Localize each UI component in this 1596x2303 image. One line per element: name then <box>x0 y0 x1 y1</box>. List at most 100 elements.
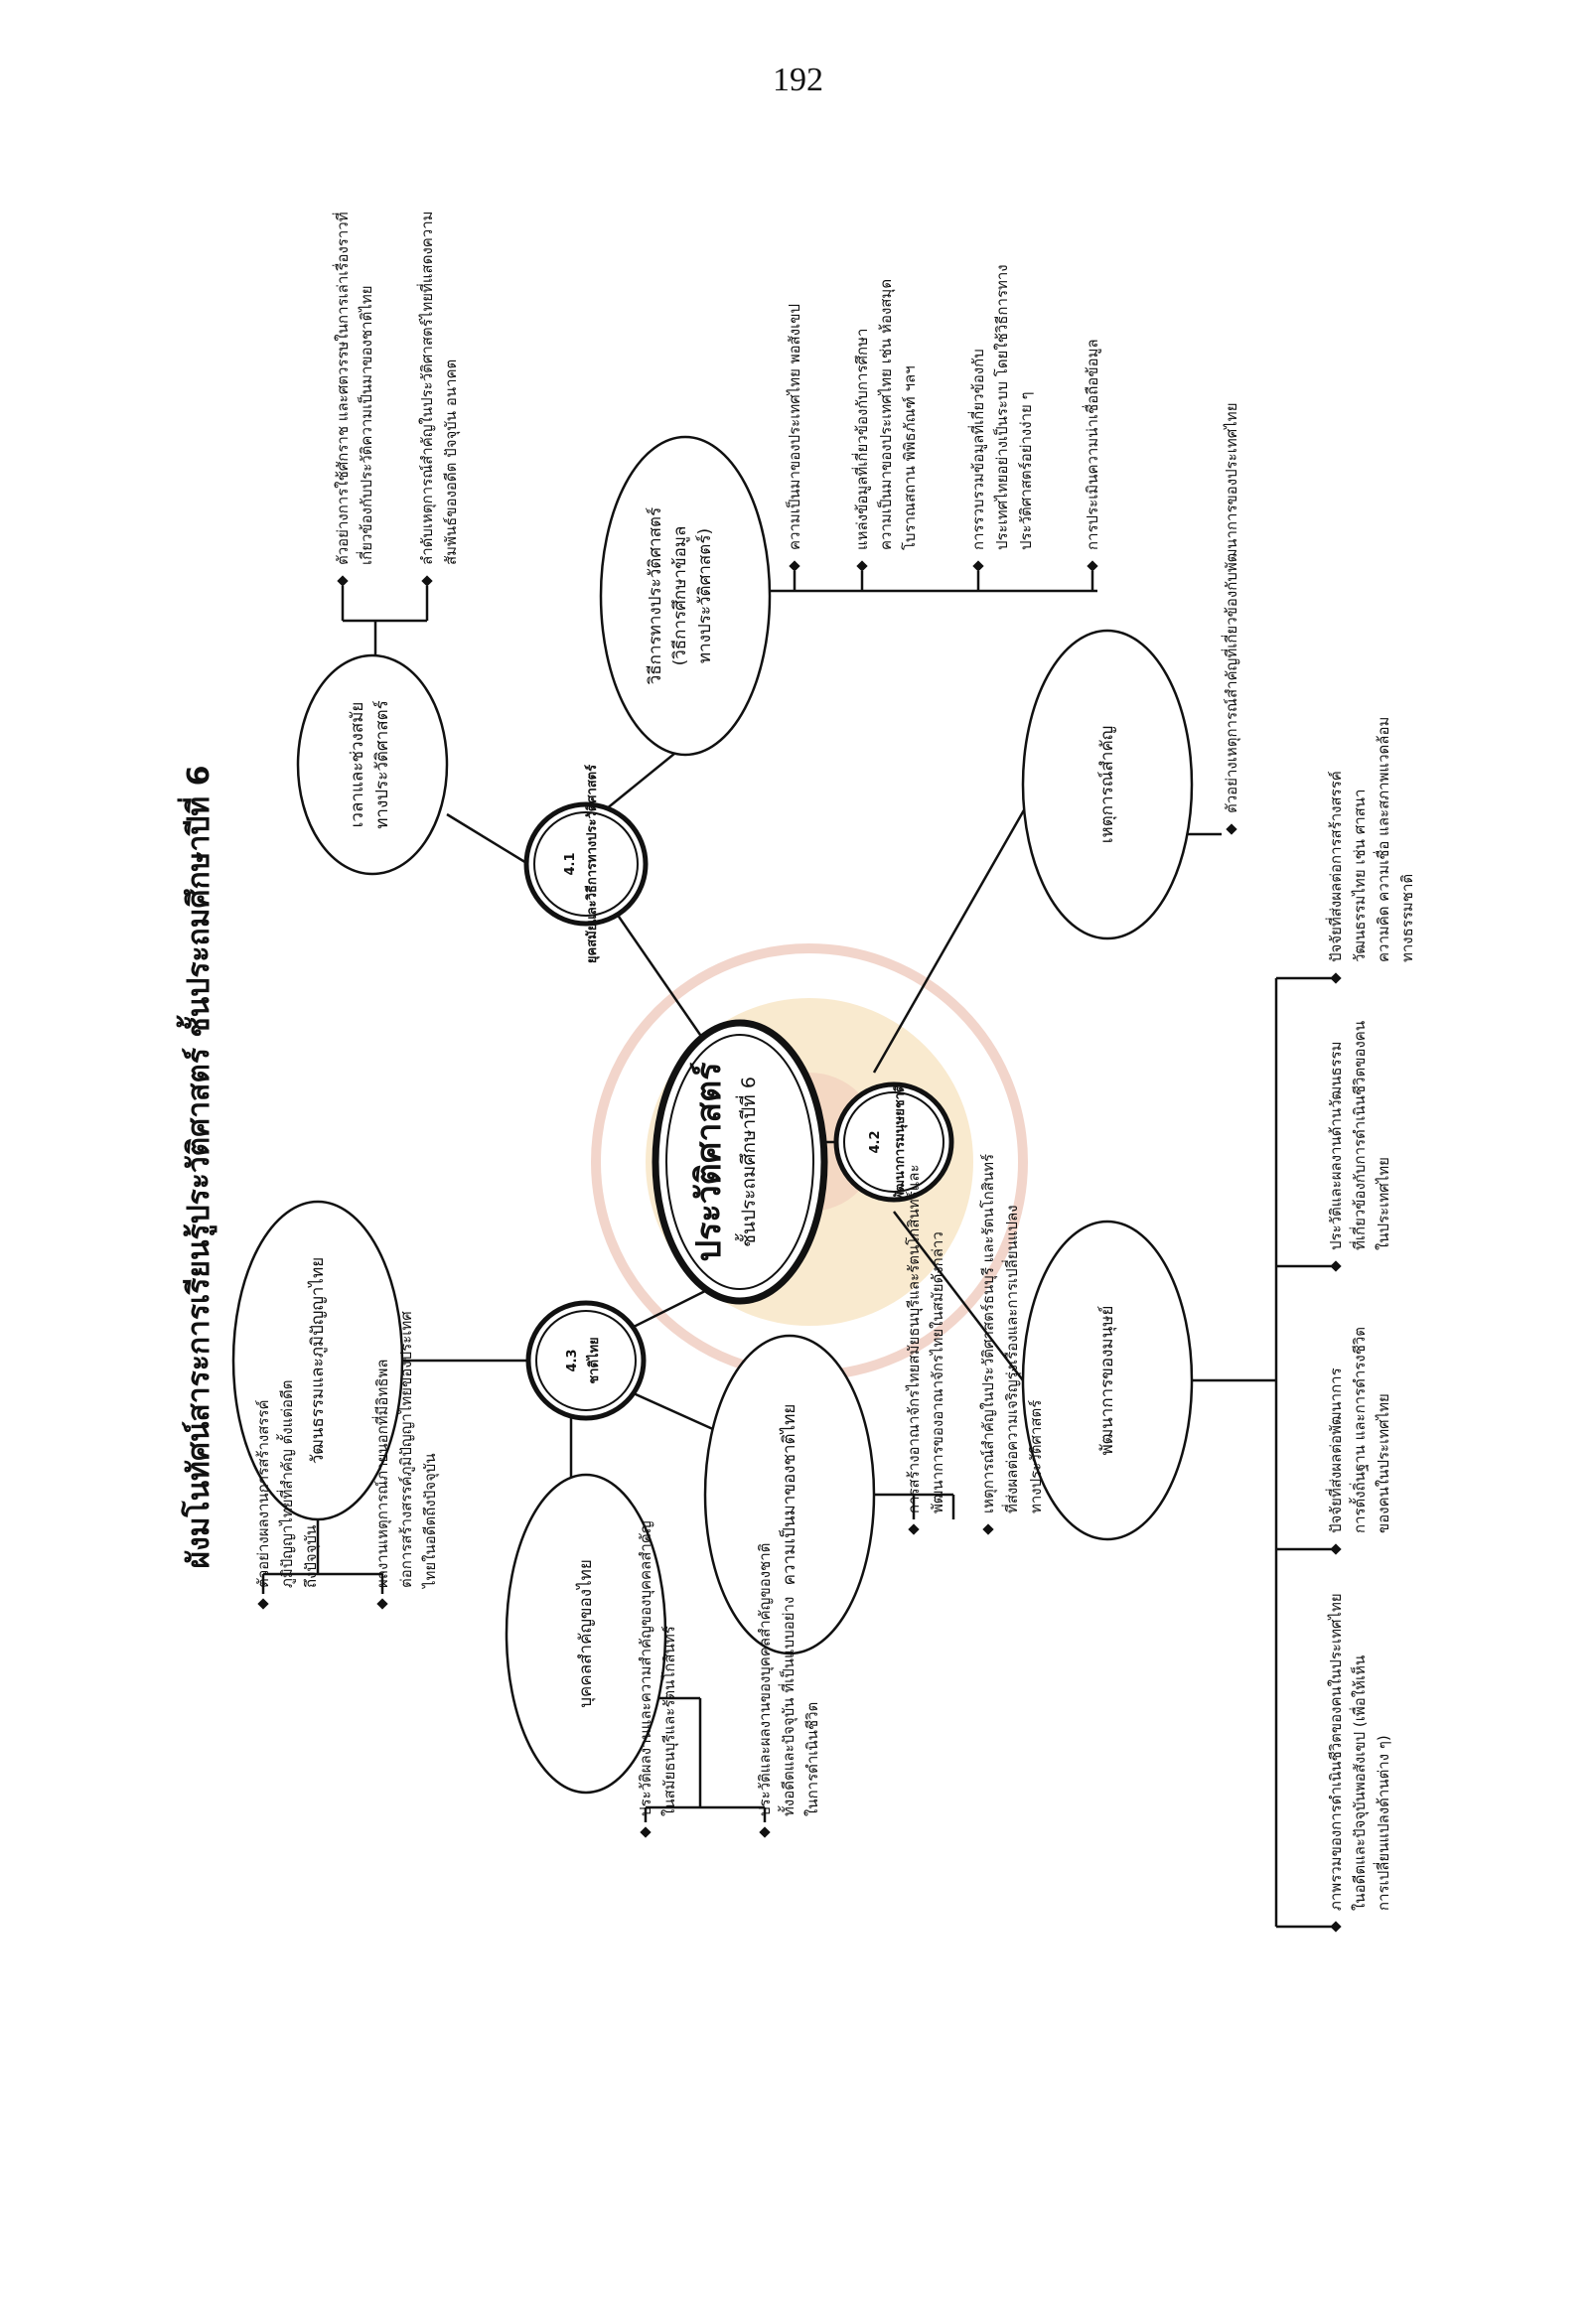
bullet-item-method: แหล่งข้อมูลที่เกี่ยวข้องกับการศึกษาความเ… <box>851 279 919 572</box>
bullet-text: แหล่งข้อมูลที่เกี่ยวข้องกับการศึกษา <box>851 329 871 550</box>
bullet-text: การตั้งถิ่นฐาน และการดำรงชีวิต <box>1349 1327 1369 1533</box>
bullet-text: การเปลี่ยนแปลงด้านต่าง ๆ) <box>1373 1735 1392 1911</box>
topic-line: พัฒนาการของมนุษย์ <box>1097 1306 1117 1456</box>
bullet-text: ปัจจัยที่ส่งผลต่อการสร้างสรรค์ <box>1325 771 1345 962</box>
bullet-diamond-icon <box>1226 823 1237 835</box>
topic-line: วิธีการทางประวัติศาสตร์ <box>646 507 665 685</box>
unit-name: พัฒนาการมนุษยชาติ <box>893 1084 908 1201</box>
bullet-item-culture: ตัวอย่างผลงานการสร้างสรรค์ภูมิปัญญาไทยที… <box>254 1379 321 1610</box>
bullet-text: ผลงานเหตุการณ์ภายนอกที่มีอิทธิพล <box>371 1359 392 1588</box>
unit-number: 4.3 <box>565 1349 580 1371</box>
unit-name: ชาติไทย <box>585 1337 602 1383</box>
bullet-text: การสร้างอาณาจักรไทยสมัยธนบุรีและรัตนโกสิ… <box>905 1164 924 1513</box>
bullet-item-persons: ประวัติผลงานและความสำคัญของบุคคลสำคัญ ในส… <box>637 1520 679 1838</box>
bullet-text: วัฒนธรรมไทย เช่น ศาสนา <box>1351 790 1369 962</box>
bullet-diamond-icon <box>972 560 984 572</box>
topic-nation: ความเป็นมาของชาติไทย <box>703 1334 876 1655</box>
bullet-text: ที่ส่งผลต่อความเจริญรุ่งเรืองและการเปลี่… <box>1001 1205 1022 1513</box>
bullet-text: เกี่ยวข้องกับประวัติความเป็นมาของชาติไทย <box>356 285 375 565</box>
page-number: 192 <box>773 62 823 98</box>
topic-line: ทางประวัติศาสตร์) <box>695 528 715 663</box>
bullet-text: ความคิด ความเชื่อ และสภาพแวดล้อม <box>1373 717 1392 962</box>
topic-line: บุคคลสำคัญของไทย <box>575 1559 596 1708</box>
bullet-item-method: การรวบรวมข้อมูลที่เกี่ยวข้องกับ ประเทศไทย… <box>967 264 1035 572</box>
bullet-text: สัมพันธ์ของอดีต ปัจจุบัน อนาคต <box>442 360 461 565</box>
bullet-text: ทางธรรมชาติ <box>1398 874 1416 962</box>
topic-human: พัฒนาการของมนุษย์ <box>1021 1220 1194 1541</box>
bullet-item-human: ปัจจัยที่ส่งผลต่อพัฒนาการการตั้งถิ่นฐาน … <box>1325 1327 1392 1555</box>
bullet-text: ตัวอย่างเหตุการณ์สำคัญที่เกี่ยวข้องกับพั… <box>1221 403 1241 814</box>
bullet-item-persons: ประวัติและผลงานของบุคคลสำคัญของชาติทั้งอ… <box>756 1543 821 1838</box>
bullet-text: ไทยในอดีตถึงปัจจุบัน <box>421 1453 440 1589</box>
bullet-text: การประเมินความน่าเชื่อถือข้อมูล <box>1082 339 1101 550</box>
bullet-item-human: ประวัติและผลงานด้านวัฒนธรรมที่เกี่ยวข้อง… <box>1327 1021 1392 1272</box>
bullet-text: ในอดีตและปัจจุบันพอสังเขป (เพื่อให้เห็น <box>1349 1655 1370 1911</box>
topic-line: เหตุการณ์สำคัญ <box>1097 726 1117 844</box>
bullet-item-culture: ผลงานเหตุการณ์ภายนอกที่มีอิทธิพล ต่อการสร… <box>371 1311 440 1610</box>
bullet-text: เหตุการณ์สำคัญในประวัติศาสตร์ธนบุรี และร… <box>979 1154 998 1513</box>
bullet-text: ถึงปัจจุบัน <box>302 1525 321 1588</box>
bullet-text: ตัวอย่างการใช้ศักราช และศตวรรษในการเล่าเ… <box>332 212 352 565</box>
bullet-text: ต่อการสร้างสรรค์ภูมิปัญญาไทยของประเทศ <box>397 1311 415 1588</box>
center-node: ประวัติศาสตร์ ชั้นประถมศึกษาปีที่ 6 <box>652 1019 828 1305</box>
topic-culture: วัฒนธรรมและภูมิปัญญาไทย <box>231 1200 404 1521</box>
bullet-diamond-icon <box>789 560 800 572</box>
center-subtitle: ชั้นประถมศึกษาปีที่ 6 <box>735 1077 760 1247</box>
bullet-text: ตัวอย่างผลงานการสร้างสรรค์ <box>254 1399 272 1588</box>
unit-ring-4-3: 4.3 ชาติไทย <box>525 1300 647 1421</box>
bullet-item-human: ภาพรวมของการดำเนินชีวิตของคนในประเทศไทยใ… <box>1327 1593 1392 1933</box>
bullet-text: ประวัติและผลงานของบุคคลสำคัญของชาติ <box>756 1543 775 1816</box>
unit-ring-4-1: 4.1 ยุคสมัยและวิธีการทางประวัติศาสตร์ <box>523 765 649 963</box>
topic-line: ความเป็นมาของชาติไทย <box>778 1404 799 1586</box>
bullet-diamond-icon <box>1330 1543 1342 1555</box>
bullet-diamond-icon <box>376 1598 388 1610</box>
bullet-diamond-icon <box>337 575 349 587</box>
bullet-text: โบราณสถาน พิพิธภัณฑ์ ฯลฯ <box>901 365 919 550</box>
bullet-text: ภาพรวมของการดำเนินชีวิตของคนในประเทศไทย <box>1327 1593 1345 1911</box>
bullet-diamond-icon <box>640 1826 652 1838</box>
bullet-diamond-icon <box>982 1523 994 1535</box>
bullet-text: ที่เกี่ยวข้องกับการดำเนินชีวิตของคน <box>1349 1021 1369 1250</box>
bullet-text: ความเป็นมาของประเทศไทย เช่น ห้องสมุด <box>876 279 896 550</box>
bullet-diamond-icon <box>1330 1921 1342 1933</box>
bullet-text: พัฒนาการของอาณาจักรไทยในสมัยดังกล่าว <box>929 1231 946 1513</box>
center-title: ประวัติศาสตร์ <box>689 1062 729 1262</box>
bullet-diamond-icon <box>759 1826 771 1838</box>
bullet-diamond-icon <box>908 1523 920 1535</box>
bullet-item-event: ตัวอย่างเหตุการณ์สำคัญที่เกี่ยวข้องกับพั… <box>1221 403 1241 835</box>
bullet-diamond-icon <box>421 575 433 587</box>
bullet-item-human: ปัจจัยที่ส่งผลต่อการสร้างสรรค์ วัฒนธรรมไท… <box>1325 717 1416 984</box>
topic-persons: บุคคลสำคัญของไทย <box>505 1473 667 1795</box>
bullet-text: ในประเทศไทย <box>1375 1157 1392 1250</box>
bullet-text: ประวัติและผลงานด้านวัฒนธรรม <box>1327 1042 1345 1251</box>
unit-number: 4.1 <box>563 852 578 875</box>
bullet-text: ภูมิปัญญาไทยที่สำคัญ ตั้งแต่อดีต <box>276 1379 296 1588</box>
bullet-text: ทั้งอดีตและปัจจุบัน ที่เป็นแบบอย่าง <box>778 1597 798 1816</box>
bullet-diamond-icon <box>257 1598 269 1610</box>
diagram-title: ผังมโนทัศน์สาระการเรียนรู้ประวัติศาสตร์ … <box>176 766 218 1569</box>
bullet-item-nation: เหตุการณ์สำคัญในประวัติศาสตร์ธนบุรี และร… <box>979 1154 1045 1535</box>
bullet-text: ความเป็นมาของประเทศไทย พอสังเขป <box>785 304 803 550</box>
bullet-item-method: การประเมินความน่าเชื่อถือข้อมูล <box>1082 339 1101 572</box>
bullet-text: การรวบรวมข้อมูลที่เกี่ยวข้องกับ <box>967 349 987 550</box>
bullet-text: ของคนในประเทศไทย <box>1375 1393 1392 1533</box>
topic-method: วิธีการทางประวัติศาสตร์ (วิธีการศึกษาข้อ… <box>599 435 772 757</box>
bullet-text: ในการดำเนินชีวิต <box>803 1702 821 1816</box>
topic-line: (วิธีการศึกษาข้อมูล <box>670 526 690 666</box>
bullet-layer: ตัวอย่างการใช้ศักราช และศตวรรษในการเล่าเ… <box>254 211 1416 1933</box>
bullet-text: ประวัติผลงานและความสำคัญของบุคคลสำคัญ <box>637 1520 655 1816</box>
bullet-text: ประเทศไทยอย่างเป็นระบบ โดยใช้วิธีการทาง <box>992 264 1011 550</box>
bullet-item-nation: การสร้างอาณาจักรไทยสมัยธนบุรีและรัตนโกสิ… <box>905 1164 946 1535</box>
bullet-diamond-icon <box>856 560 868 572</box>
bullet-diamond-icon <box>1330 972 1342 984</box>
unit-number: 4.2 <box>868 1130 883 1153</box>
bullet-item-time: ตัวอย่างการใช้ศักราช และศตวรรษในการเล่าเ… <box>332 212 375 587</box>
bullet-diamond-icon <box>1087 560 1098 572</box>
bullet-text: ในสมัยธนบุรีและรัตนโกสินทร์ <box>660 1626 679 1816</box>
topic-time: เวลาและช่วงสมัย ทางประวัติศาสตร์ <box>296 653 449 876</box>
topic-line: ทางประวัติศาสตร์ <box>372 700 392 829</box>
bullet-item-time: ลำดับเหตุการณ์สำคัญในประวัติศาสตร์ไทยที่… <box>416 211 461 587</box>
bullet-text: ทางประวัติศาสตร์ <box>1027 1400 1045 1513</box>
topic-line: เวลาและช่วงสมัย <box>348 702 367 828</box>
